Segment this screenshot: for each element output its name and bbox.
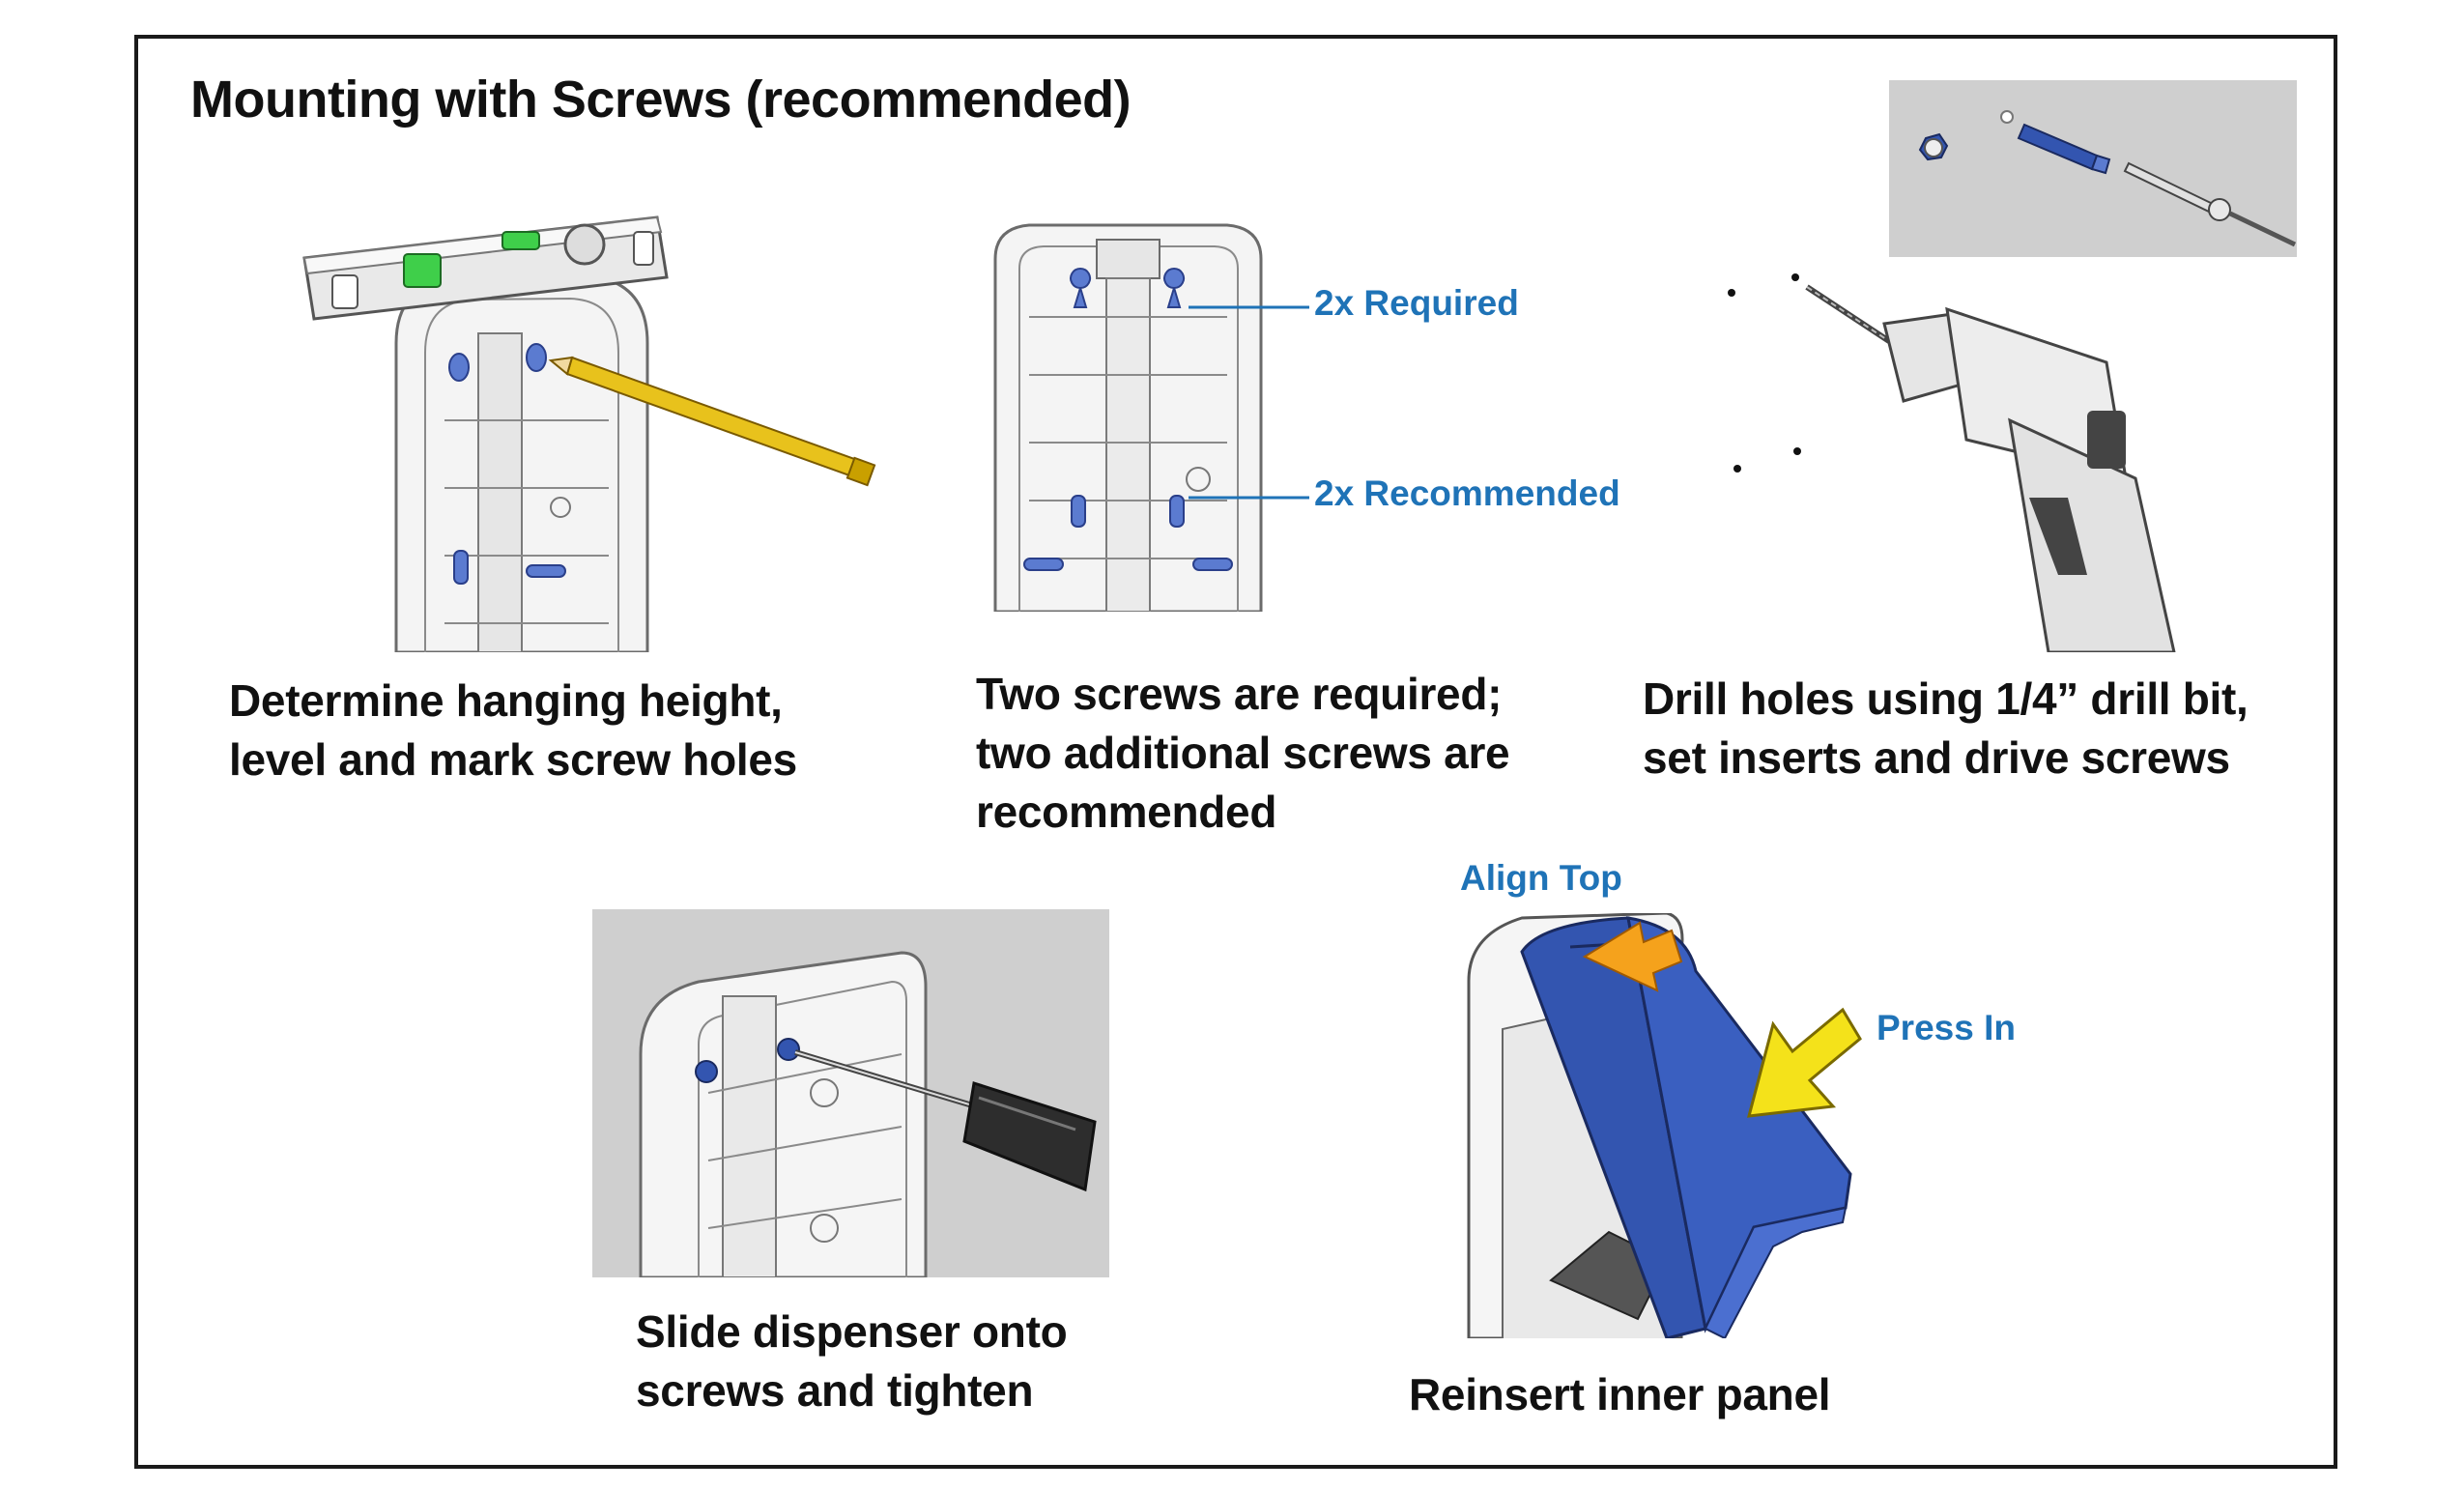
step2-illustration — [990, 220, 1266, 612]
step1-illustration — [290, 198, 889, 652]
screw-head-left — [695, 1060, 718, 1083]
caption-line: recommended — [976, 787, 1277, 837]
step5-illustration — [1464, 913, 1855, 1338]
step5-caption: Reinsert inner panel — [1409, 1365, 1831, 1424]
screw-icon — [1918, 132, 1949, 161]
callout-recommended: 2x Recommended — [1314, 473, 1620, 513]
pencil-icon — [548, 356, 876, 487]
caption-line: screws and tighten — [636, 1365, 1034, 1416]
drill-icon — [1728, 273, 2176, 652]
screw-icon — [2123, 161, 2297, 247]
step4-caption: Slide dispenser onto screws and tighten — [636, 1303, 1068, 1420]
callout-align-top: Align Top — [1460, 858, 1622, 898]
step3-caption: Drill holes using 1/4” drill bit, set in… — [1643, 670, 2249, 788]
caption-line: Two screws are required; — [976, 669, 1503, 719]
caption-line: Determine hanging height, — [229, 675, 783, 726]
step5-svg — [1467, 913, 1852, 1338]
callout-required: 2x Required — [1314, 283, 1519, 323]
callout-leader-lines — [1189, 305, 1309, 500]
step4-svg — [639, 951, 1097, 1277]
inner-panel — [1520, 916, 1852, 1338]
level-icon — [302, 215, 669, 321]
step4-illustration — [592, 909, 1109, 1277]
screwdriver-icon — [794, 1049, 1097, 1192]
hardware-inset — [1889, 80, 2297, 257]
step2-caption: Two screws are required; two additional … — [976, 665, 1510, 842]
caption-line: Slide dispenser onto — [636, 1306, 1068, 1357]
wall-anchor-icon — [2017, 123, 2111, 175]
step2-svg — [993, 223, 1263, 612]
page-title: Mounting with Screws (recommended) — [190, 71, 1132, 129]
caption-line: level and mark screw holes — [229, 734, 797, 785]
caption-line: two additional screws are — [976, 728, 1510, 778]
caption-line: Reinsert inner panel — [1409, 1369, 1831, 1419]
drill-illustration — [1720, 266, 2189, 652]
align-arrow-icon — [1582, 921, 1683, 992]
dispenser-back — [394, 273, 649, 652]
press-in-arrow-icon — [1746, 1007, 1862, 1118]
hardware-inset-svg — [1918, 110, 2297, 247]
screw-head-right — [777, 1038, 800, 1061]
step1-caption: Determine hanging height, level and mark… — [229, 672, 797, 789]
slot-recommended — [1023, 495, 1233, 571]
wall-hole-icon — [2000, 110, 2014, 124]
caption-line: set inserts and drive screws — [1643, 732, 2230, 783]
step1-svg — [302, 215, 876, 652]
callout-press-in: Press In — [1877, 1008, 2016, 1047]
caption-line: Drill holes using 1/4” drill bit, — [1643, 673, 2249, 724]
keyhole-slot-required — [1070, 268, 1186, 308]
